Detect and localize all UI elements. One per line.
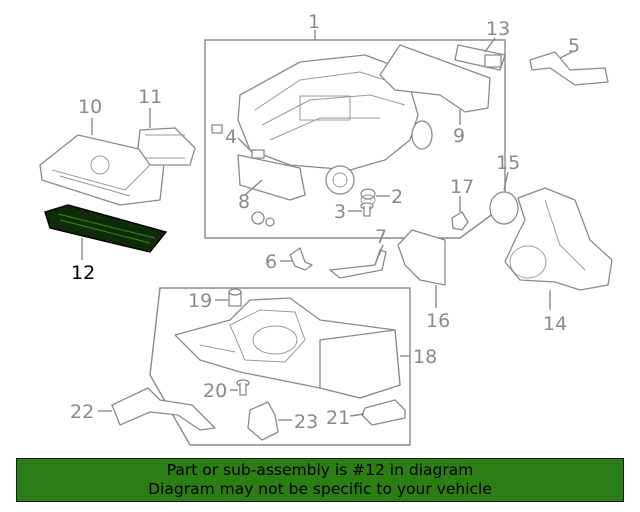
hose-part-23 [247, 401, 279, 441]
clamp-part-15 [489, 191, 519, 225]
stay-part-8 [237, 154, 306, 201]
callout-3: 3 [334, 201, 346, 223]
callout-8: 8 [238, 191, 250, 213]
leader-lines [81, 30, 573, 421]
callout-2: 2 [391, 186, 403, 208]
bolt-part-3 [360, 202, 374, 217]
bracket-part-9 [379, 44, 491, 113]
sensor-part-17 [451, 211, 469, 231]
air-cleaner-case-part-18 [174, 297, 401, 399]
callout-labels: 1 2 3 4 5 6 7 8 9 10 11 12 13 14 15 16 1… [70, 11, 580, 433]
bracket-part-22 [111, 387, 216, 431]
callout-20: 20 [203, 380, 227, 402]
callout-10: 10 [78, 96, 102, 118]
callout-15: 15 [496, 152, 520, 174]
callout-11: 11 [138, 86, 162, 108]
callout-12: 12 [71, 262, 95, 284]
air-filter-part-12 [44, 204, 168, 253]
intake-duct-part-14 [504, 187, 613, 291]
callout-21: 21 [326, 407, 350, 429]
sensor-part-13 [454, 44, 506, 71]
bracket-part-7 [329, 249, 387, 279]
callout-19: 19 [188, 290, 212, 312]
callout-14: 14 [543, 313, 567, 335]
callout-17: 17 [450, 176, 474, 198]
washer-part-small [251, 211, 275, 227]
callout-6: 6 [265, 251, 277, 273]
duct-seal-part-11 [137, 127, 196, 166]
clip-part-6 [289, 247, 313, 271]
disclaimer-banner: Part or sub-assembly is #12 in diagram D… [16, 458, 624, 502]
bushing-part-19 [228, 288, 242, 307]
banner-line-1: Part or sub-assembly is #12 in diagram [166, 461, 474, 479]
callout-1: 1 [308, 11, 320, 33]
duct-part-16 [397, 229, 446, 286]
intake-cover-part [237, 54, 433, 195]
bolt-part-20 [236, 379, 250, 396]
air-cleaner-lid-part-10 [39, 134, 166, 206]
callout-9: 9 [453, 125, 465, 147]
callout-23: 23 [294, 411, 318, 433]
callout-22: 22 [70, 401, 94, 423]
callout-5: 5 [568, 35, 580, 57]
callout-16: 16 [426, 310, 450, 332]
assembly-frame-18 [149, 287, 411, 446]
callout-18: 18 [413, 346, 437, 368]
parts-diagram: 1 2 3 4 5 6 7 8 9 10 11 12 13 14 15 16 1… [39, 11, 613, 446]
callout-7: 7 [375, 226, 387, 248]
pad-part-21 [361, 399, 406, 426]
banner-line-2: Diagram may not be specific to your vehi… [148, 480, 492, 498]
assembly-frame-1 [204, 39, 506, 239]
callout-4: 4 [225, 126, 237, 148]
clip-part-4 [211, 124, 223, 134]
callout-13: 13 [486, 18, 510, 40]
